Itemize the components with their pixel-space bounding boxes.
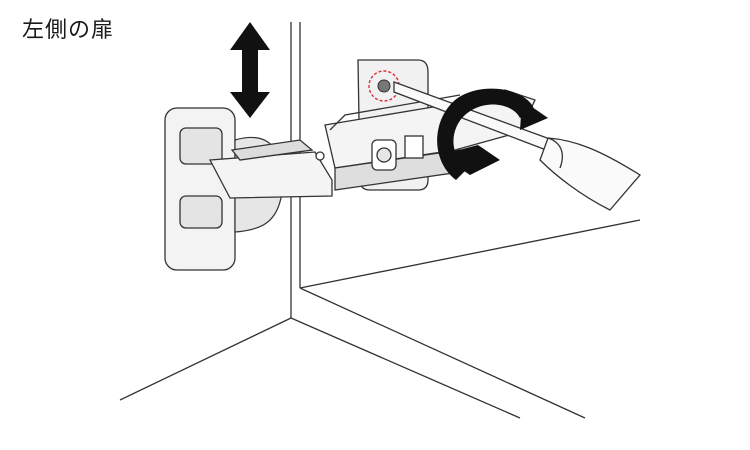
hinge-arm bbox=[208, 139, 333, 199]
double-arrow-vertical-icon bbox=[230, 22, 270, 118]
door-side-caption: 左側の扉 bbox=[22, 18, 115, 43]
rotate-arrow-icon bbox=[437, 88, 548, 180]
cabinet-lines bbox=[119, 22, 641, 419]
door-edge bbox=[164, 107, 236, 271]
screwdriver-icon bbox=[393, 81, 641, 211]
